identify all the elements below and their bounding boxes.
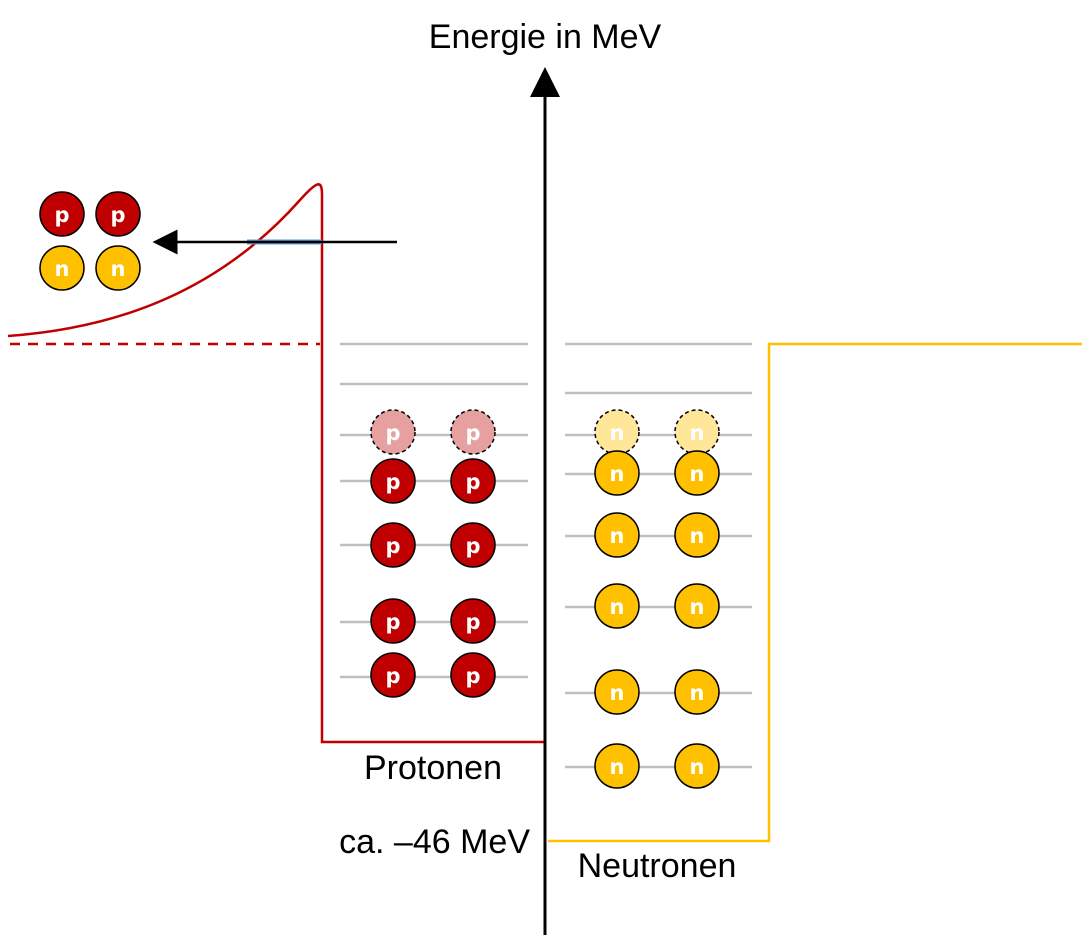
proton-circle <box>450 409 496 455</box>
neutron-letter: n <box>690 524 705 548</box>
neutron-circle <box>674 512 720 558</box>
neutron-levels <box>565 342 752 769</box>
proton-letter: p <box>465 421 480 445</box>
neutron-circle <box>594 743 640 789</box>
neutron-circle <box>674 669 720 715</box>
neutron: n <box>674 583 720 629</box>
neutron-letter: n <box>690 681 705 705</box>
neutron: n <box>594 669 640 715</box>
faded-neutron: n <box>674 409 720 455</box>
neutron-circle <box>674 743 720 789</box>
neutron-circle <box>674 409 720 455</box>
neutron: n <box>674 512 720 558</box>
proton-letter: p <box>385 610 400 634</box>
proton: p <box>39 191 85 237</box>
neutron-letter: n <box>111 257 126 281</box>
neutron-circle <box>594 512 640 558</box>
neutron-letter: n <box>690 462 705 486</box>
neutron: n <box>674 743 720 789</box>
neutron-circle <box>594 450 640 496</box>
neutrons-label: Neutronen <box>578 847 737 885</box>
neutron: n <box>594 512 640 558</box>
proton: p <box>450 458 496 504</box>
neutron: n <box>594 743 640 789</box>
proton-circle <box>370 458 416 504</box>
proton-circle <box>370 598 416 644</box>
neutron: n <box>674 669 720 715</box>
neutron-circle <box>674 450 720 496</box>
proton-letter: p <box>385 664 400 688</box>
proton-letter: p <box>465 610 480 634</box>
neutron-letter: n <box>690 595 705 619</box>
proton-circle <box>450 522 496 568</box>
proton: p <box>450 522 496 568</box>
proton-circle <box>95 191 141 237</box>
neutron-letter: n <box>610 595 625 619</box>
neutron-circle <box>95 245 141 291</box>
neutron-circle <box>594 669 640 715</box>
protons-label: Protonen <box>364 749 502 787</box>
neutron-circle <box>39 245 85 291</box>
proton: p <box>95 191 141 237</box>
proton: p <box>370 522 416 568</box>
proton: p <box>370 458 416 504</box>
proton-circle <box>450 458 496 504</box>
proton-circle <box>450 652 496 698</box>
proton-levels <box>340 342 528 679</box>
neutron: n <box>594 583 640 629</box>
proton: p <box>450 652 496 698</box>
neutron-circle <box>594 583 640 629</box>
neutron-letter: n <box>690 421 705 445</box>
neutron-circle <box>674 583 720 629</box>
neutron-potential-well <box>548 342 1082 843</box>
proton-letter: p <box>465 470 480 494</box>
neutron-letter: n <box>610 755 625 779</box>
proton-circle <box>370 409 416 455</box>
proton-letter: p <box>385 470 400 494</box>
proton-letter: p <box>385 534 400 558</box>
proton-circle <box>370 652 416 698</box>
proton: p <box>370 652 416 698</box>
proton-circle <box>39 191 85 237</box>
neutron: n <box>95 245 141 291</box>
axis-label: Energie in MeV <box>429 18 662 56</box>
faded-proton: p <box>450 409 496 455</box>
proton: p <box>450 598 496 644</box>
neutron-letter: n <box>610 421 625 445</box>
proton: p <box>370 598 416 644</box>
neutron-letter: n <box>55 257 70 281</box>
proton-circle <box>450 598 496 644</box>
proton-letter: p <box>385 421 400 445</box>
depth-label: ca. –46 MeV <box>339 823 530 861</box>
proton-letter: p <box>465 534 480 558</box>
proton-circle <box>370 522 416 568</box>
neutron: n <box>39 245 85 291</box>
neutron-letter: n <box>610 681 625 705</box>
faded-neutron: n <box>594 409 640 455</box>
proton-letter: p <box>465 664 480 688</box>
neutron: n <box>674 450 720 496</box>
neutron-letter: n <box>610 462 625 486</box>
proton-letter: p <box>110 203 125 227</box>
neutron: n <box>594 450 640 496</box>
proton-letter: p <box>54 203 69 227</box>
faded-proton: p <box>370 409 416 455</box>
neutron-letter: n <box>610 524 625 548</box>
neutron-letter: n <box>690 755 705 779</box>
neutron-circle <box>594 409 640 455</box>
